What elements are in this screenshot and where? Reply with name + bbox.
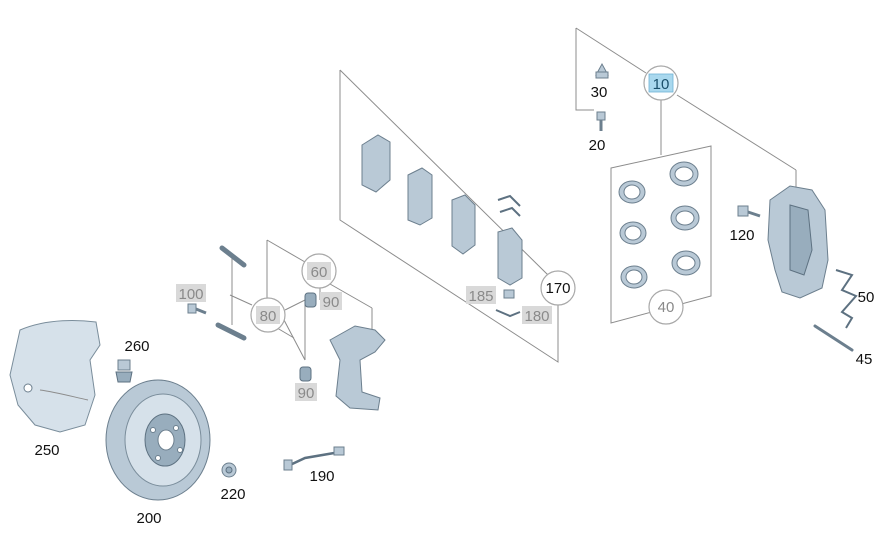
tag-90-top[interactable]: 90: [320, 292, 342, 311]
bushings-90: [299, 292, 317, 382]
label-120[interactable]: 120: [729, 227, 754, 244]
label-190[interactable]: 190: [309, 468, 334, 485]
tag-185-label: 185: [468, 288, 493, 305]
callout-170[interactable]: 170: [540, 270, 576, 306]
wear-sensor-190: [283, 446, 345, 471]
bolt-120: [737, 205, 761, 218]
caliper-10: [767, 185, 829, 299]
tag-100[interactable]: 100: [176, 284, 206, 303]
leader-lines: [229, 27, 797, 363]
pin-45: [813, 324, 854, 352]
tag-90-top-label: 90: [323, 294, 340, 311]
bleeder-20-30: [595, 62, 609, 131]
label-200[interactable]: 200: [136, 510, 161, 527]
callout-60-label: 60: [311, 264, 328, 281]
label-50[interactable]: 50: [858, 289, 875, 306]
brake-pads: [361, 134, 523, 286]
screw-220: [221, 462, 237, 478]
tag-90-bottom-label: 90: [298, 385, 315, 402]
label-220[interactable]: 220: [220, 486, 245, 503]
label-20[interactable]: 20: [589, 137, 606, 154]
bolts-80-100: [187, 245, 247, 341]
tag-180[interactable]: 180: [522, 306, 552, 325]
label-260[interactable]: 260: [124, 338, 149, 355]
tag-180-label: 180: [524, 308, 549, 325]
label-30[interactable]: 30: [591, 84, 608, 101]
tag-100-label: 100: [178, 286, 203, 303]
callout-10-label: 10: [653, 76, 670, 93]
spring-50: [835, 269, 858, 329]
callout-80[interactable]: 80: [250, 297, 286, 333]
caliper-bracket-60: [329, 325, 386, 411]
tag-185[interactable]: 185: [466, 286, 496, 305]
dust-shield-250: [9, 320, 101, 433]
callout-10[interactable]: 10: [643, 65, 679, 101]
callout-40[interactable]: 40: [648, 289, 684, 325]
label-250[interactable]: 250: [34, 442, 59, 459]
callout-40-label: 40: [658, 299, 675, 316]
callout-170-label: 170: [545, 280, 570, 297]
callout-60[interactable]: 60: [301, 253, 337, 289]
brake-disc-200: [105, 379, 211, 501]
label-45[interactable]: 45: [856, 351, 873, 368]
tag-90-bottom[interactable]: 90: [295, 383, 317, 402]
seal-kit-40: [618, 161, 701, 289]
bolt-260: [115, 359, 133, 383]
clips-180-185: [495, 194, 521, 318]
callout-80-label: 80: [260, 308, 277, 325]
